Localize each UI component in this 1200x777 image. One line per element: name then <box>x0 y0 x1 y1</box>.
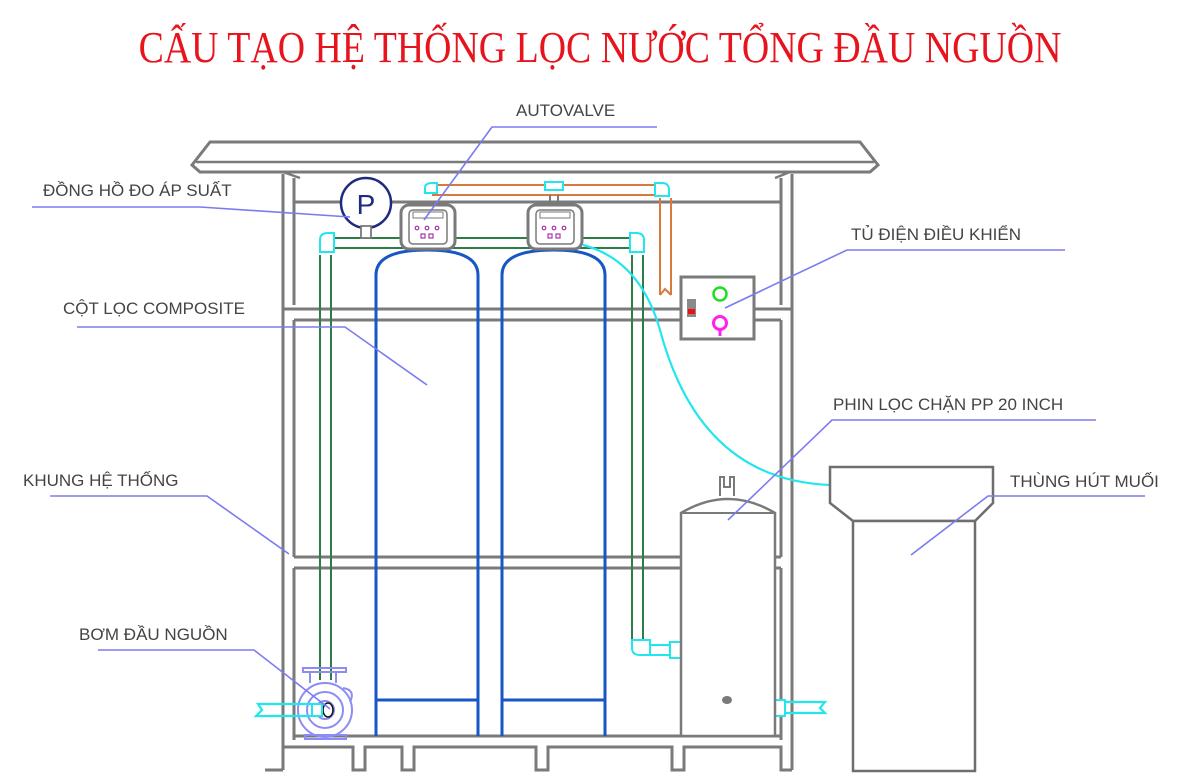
callout-brine-tank: THÙNG HÚT MUỐI <box>910 471 1159 556</box>
green-indicator-icon <box>712 286 728 302</box>
control-cabinet <box>679 275 756 341</box>
pipe-fittings <box>319 181 828 717</box>
label-system-frame: KHUNG HỆ THỐNG <box>23 470 179 490</box>
callout-pp-filter: PHIN LỌC CHẶN PP 20 INCH <box>727 395 1096 521</box>
callout-pressure-gauge: ĐỒNG HỒ ĐO ÁP SUẤT <box>32 181 351 218</box>
label-composite-column: CỘT LỌC COMPOSITE <box>63 299 245 318</box>
source-pump <box>253 667 353 740</box>
diagram-title: CẤU TẠO HỆ THỐNG LỌC NƯỚC TỔNG ĐẦU NGUỒN <box>138 23 1062 72</box>
roof <box>189 140 881 180</box>
pressure-gauge <box>339 176 393 239</box>
label-brine-tank: THÙNG HÚT MUỐI <box>1010 471 1159 491</box>
callout-composite-column: CỘT LỌC COMPOSITE <box>63 299 428 386</box>
callout-control-cabinet: TỦ ĐIỆN ĐIỀU KHIỂN <box>724 225 1065 309</box>
callout-source-pump: BƠM ĐẦU NGUỒN <box>79 625 331 710</box>
autovalve-2 <box>526 195 584 251</box>
gauge-letter: P <box>357 189 376 220</box>
label-pp-filter: PHIN LỌC CHẶN PP 20 INCH <box>833 395 1063 414</box>
label-pressure-gauge: ĐỒNG HỒ ĐO ÁP SUẤT <box>43 181 232 200</box>
pp-filter-housing <box>679 476 777 738</box>
composite-column-1 <box>374 248 480 736</box>
brine-tank <box>828 465 995 773</box>
callout-system-frame: KHUNG HỆ THỐNG <box>23 470 290 555</box>
brine-suction-line <box>582 243 831 487</box>
label-source-pump: BƠM ĐẦU NGUỒN <box>79 625 228 644</box>
autovalve-1 <box>399 203 457 251</box>
label-control-cabinet: TỦ ĐIỆN ĐIỀU KHIỂN <box>851 225 1021 244</box>
composite-column-2 <box>500 248 607 736</box>
callout-autovalve: AUTOVALVE <box>423 101 657 221</box>
label-autovalve: AUTOVALVE <box>516 101 615 120</box>
green-pipes <box>319 237 644 680</box>
